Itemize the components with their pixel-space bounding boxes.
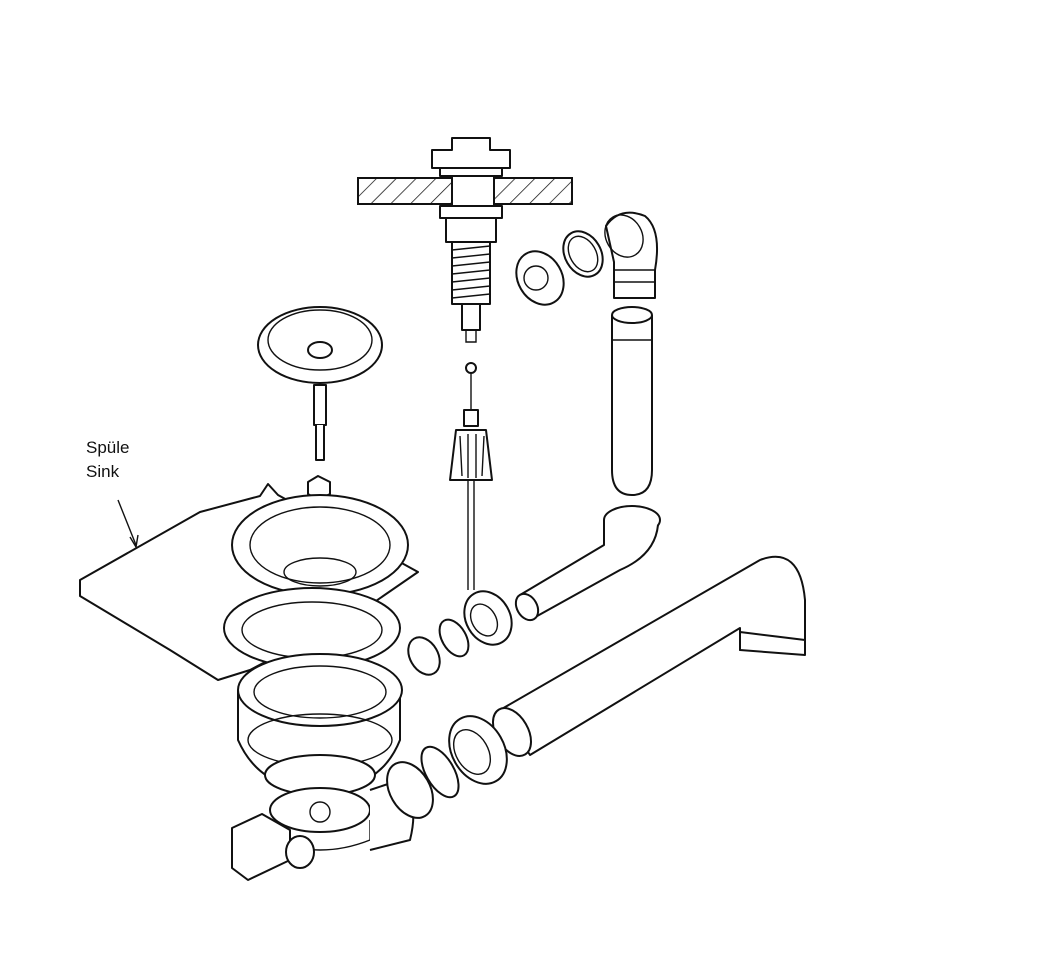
label-arrow (117, 499, 139, 549)
drain-pipe-with-elbow (492, 555, 806, 757)
drain-pipe-nuts (386, 715, 508, 819)
overflow-fittings (515, 211, 658, 306)
pop-up-knob-assembly (431, 137, 511, 590)
label-english: Sink (86, 462, 120, 481)
overflow-connector-nuts (407, 590, 513, 676)
overflow-tube (514, 306, 661, 622)
drain-body (231, 653, 415, 881)
sink-flange (231, 494, 409, 596)
label-german: Spüle (86, 438, 130, 457)
strainer-basket (257, 306, 383, 461)
